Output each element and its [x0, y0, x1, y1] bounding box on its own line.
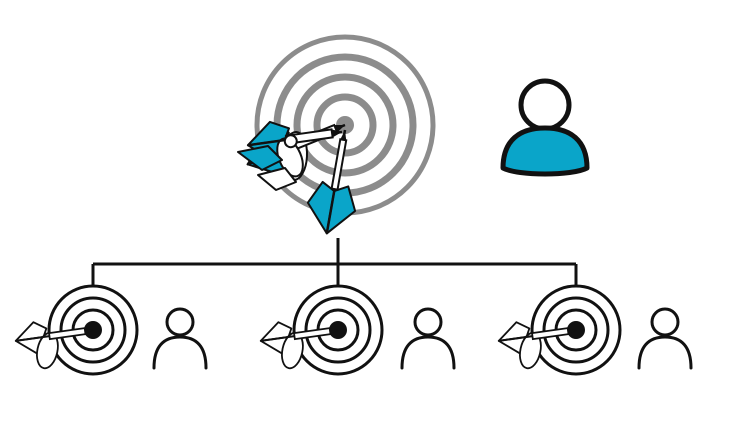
sub-person-icon [400, 307, 456, 370]
main-person-icon [500, 78, 590, 177]
arrow-icon [306, 129, 357, 235]
sub-goal-left [12, 284, 208, 376]
sub-person-icon [637, 307, 693, 370]
main-darts-cluster [237, 120, 357, 235]
arrow-icon [246, 120, 343, 178]
sub-goal-right [495, 284, 693, 376]
sub-person-icon [152, 307, 208, 370]
sub-goal-center [257, 284, 456, 376]
